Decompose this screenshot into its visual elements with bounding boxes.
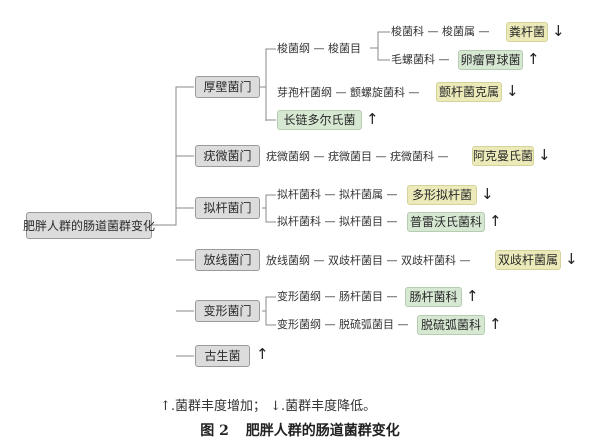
legend: ↑.菌群丰度增加； ↓.菌群丰度降低。 bbox=[160, 399, 377, 414]
phylum-bacteroidetes: 拟杆菌门 bbox=[195, 197, 260, 219]
decrease-arrow: ↓ bbox=[552, 22, 565, 40]
decrease-arrow: ↓ bbox=[565, 250, 578, 268]
phylum-actinobacteria: 放线菌门 bbox=[195, 249, 260, 271]
caption-label: 图 2 bbox=[200, 423, 229, 439]
chain-enterobacterales: 变形菌纲 — 肠杆菌目 — bbox=[277, 290, 398, 303]
taxon-akkermansia: 阿克曼氏菌 bbox=[472, 146, 534, 166]
increase-arrow: ↑ bbox=[489, 212, 502, 230]
decrease-arrow: ↓ bbox=[538, 146, 551, 164]
chain-clostridia: 梭菌纲 — 梭菌目 bbox=[277, 42, 361, 55]
taxon-faecalibacterium: 粪杆菌 bbox=[506, 22, 548, 42]
phylum-archaea: 古生菌 bbox=[195, 345, 250, 367]
chain-verrucomicrobiae: 疣微菌纲 — 疣微菌目 — 疣微菌科 — bbox=[266, 150, 449, 163]
chain-clostridiaceae: 梭菌科 — 梭菌属 — bbox=[391, 25, 490, 38]
chain-bacilli: 芽孢杆菌纲 — 颤螺旋菌科 — bbox=[277, 86, 420, 99]
taxon-prevotellaceae: 普雷沃氏菌科 bbox=[407, 212, 485, 232]
decrease-arrow: ↓ bbox=[506, 82, 519, 100]
chain-bacteroidales: 拟杆菌科 — 拟杆菌目 — bbox=[277, 215, 398, 228]
increase-arrow: ↑ bbox=[366, 110, 379, 128]
increase-arrow: ↑ bbox=[256, 345, 269, 363]
increase-arrow: ↑ bbox=[466, 287, 479, 305]
root-node: 肥胖人群的肠道菌群变化 bbox=[23, 212, 155, 239]
caption-title: 肥胖人群的肠道菌群变化 bbox=[245, 423, 400, 439]
chain-actinobacteria: 放线菌纲 — 双歧杆菌目 — 双歧杆菌科 — bbox=[266, 254, 471, 267]
taxon-desulfovibrionaceae: 脱硫弧菌科 bbox=[417, 315, 485, 335]
taxon-oscillibacter: 颤杆菌克属 bbox=[436, 82, 502, 102]
phylum-verrucomicrobia: 疣微菌门 bbox=[195, 145, 260, 167]
taxon-bacteroides-thetaiotaomicron: 多形拟杆菌 bbox=[407, 185, 477, 205]
taxon-enterobacteriaceae: 肠杆菌科 bbox=[405, 287, 462, 307]
figure-caption: 图 2 肥胖人群的肠道菌群变化 bbox=[0, 420, 600, 440]
chain-lachnospiraceae: 毛螺菌科 — bbox=[391, 53, 450, 66]
increase-arrow: ↑ bbox=[527, 50, 540, 68]
taxon-ruminococcus: 卵瘤胃球菌 bbox=[458, 50, 523, 70]
chain-bacteroidaceae: 拟杆菌科 — 拟杆菌属 — bbox=[277, 188, 398, 201]
increase-arrow: ↑ bbox=[489, 315, 502, 333]
taxon-bifidobacterium: 双歧杆菌属 bbox=[495, 250, 561, 270]
phylum-proteobacteria: 变形菌门 bbox=[195, 300, 260, 322]
taxon-dorea-longicatena: 长链多尔氏菌 bbox=[277, 110, 362, 130]
decrease-arrow: ↓ bbox=[481, 185, 494, 203]
chain-desulfovibrionales: 变形菌纲 — 脱硫弧菌目 — bbox=[277, 318, 409, 331]
phylum-firmicutes: 厚壁菌门 bbox=[195, 76, 260, 98]
